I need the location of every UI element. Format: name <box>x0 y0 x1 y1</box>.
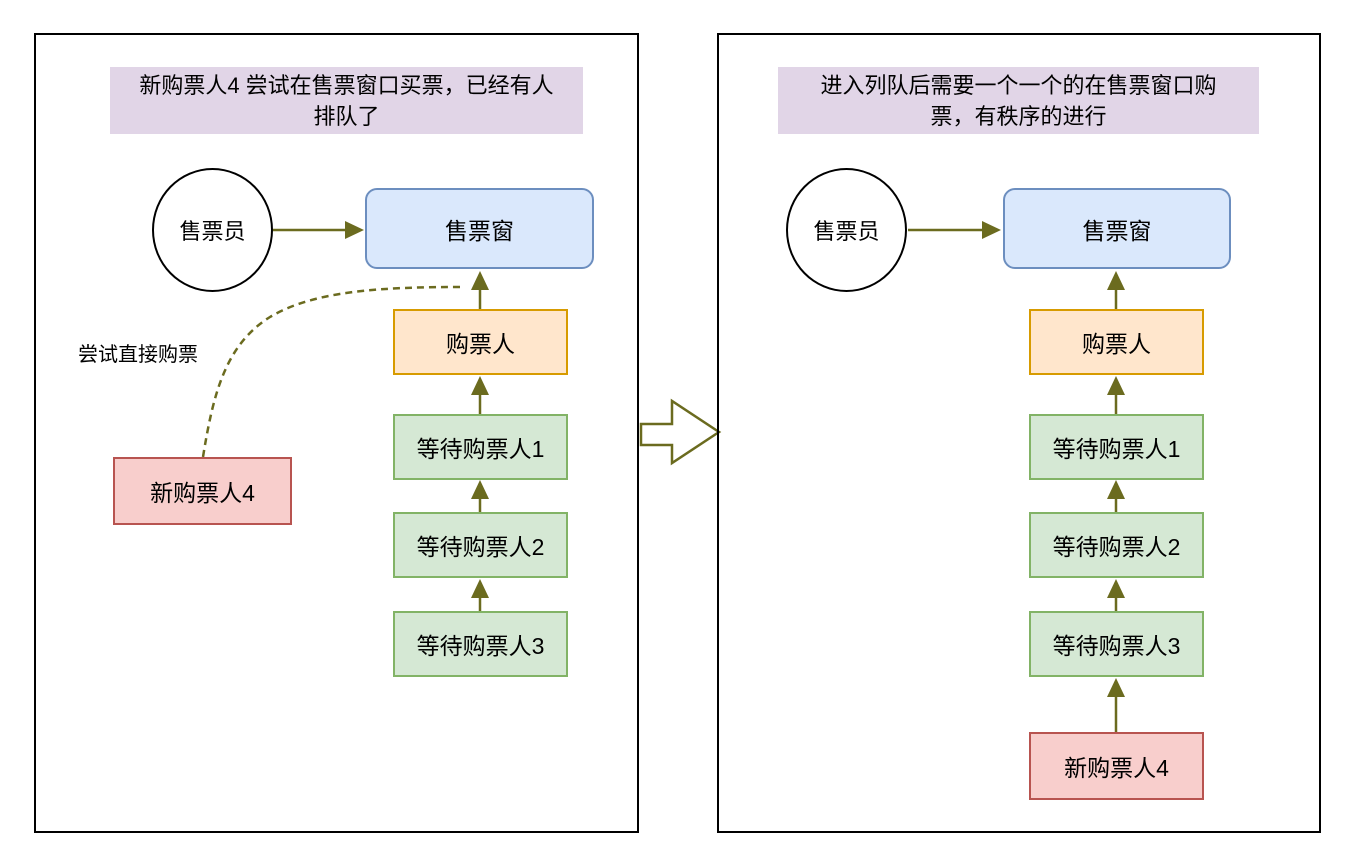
ticket-window-label-right: 售票窗 <box>1082 217 1152 244</box>
right-panel-title: 进入列队后需要一个一个的在售票窗口购 票，有秩序的进行 <box>778 67 1259 134</box>
buyer-label-right: 购票人 <box>1082 331 1151 357</box>
waiting-buyer-1-label-left: 等待购票人1 <box>416 436 545 462</box>
new-buyer-4-box-right: 新购票人4 <box>1029 732 1204 800</box>
waiting-buyer-3-box-left: 等待购票人3 <box>393 611 568 677</box>
attempt-direct-buy-dashed-curve <box>201 285 465 458</box>
arrowhead-icon <box>982 221 1001 239</box>
buyer-box-right: 购票人 <box>1029 309 1204 375</box>
ticket-window-label-left: 售票窗 <box>445 217 514 244</box>
waiting-buyer-2-label-right: 等待购票人2 <box>1052 534 1181 560</box>
arrowhead-icon <box>1107 480 1125 499</box>
right-panel <box>717 33 1321 833</box>
left-panel <box>34 33 639 833</box>
waiting-buyer-2-label-left: 等待购票人2 <box>416 534 545 560</box>
arrowhead-icon <box>345 221 364 239</box>
attempt-direct-buy-annotation: 尝试直接购票 <box>78 344 198 366</box>
buyer-label-left: 购票人 <box>446 331 515 357</box>
arrowhead-icon <box>471 376 489 395</box>
arrowhead-icon <box>471 271 489 290</box>
new-buyer-4-label-left: 新购票人4 <box>150 480 255 506</box>
clerk-circle-left: 售票员 <box>152 168 273 292</box>
waiting-buyer-1-box-left: 等待购票人1 <box>393 414 568 480</box>
clerk-label-right: 售票员 <box>813 219 880 244</box>
arrowhead-icon <box>1107 579 1125 598</box>
arrowhead-icon <box>1107 678 1125 697</box>
new-buyer-4-box-left: 新购票人4 <box>113 457 292 525</box>
waiting-buyer-2-box-left: 等待购票人2 <box>393 512 568 578</box>
buyer-box-left: 购票人 <box>393 309 568 375</box>
arrowhead-icon <box>471 480 489 499</box>
waiting-buyer-3-label-left: 等待购票人3 <box>416 633 545 659</box>
new-buyer-4-label-right: 新购票人4 <box>1064 755 1169 781</box>
clerk-label-left: 售票员 <box>179 219 246 244</box>
transition-arrow-icon <box>639 398 722 466</box>
waiting-buyer-1-box-right: 等待购票人1 <box>1029 414 1204 480</box>
left-panel-title: 新购票人4 尝试在售票窗口买票，已经有人 排队了 <box>110 67 583 134</box>
ticket-window-box-left: 售票窗 <box>365 188 594 269</box>
arrowhead-icon <box>471 579 489 598</box>
arrowhead-icon <box>1107 271 1125 290</box>
waiting-buyer-3-label-right: 等待购票人3 <box>1052 633 1181 659</box>
clerk-circle-right: 售票员 <box>786 168 907 292</box>
waiting-buyer-1-label-right: 等待购票人1 <box>1052 436 1181 462</box>
ticket-window-box-right: 售票窗 <box>1003 188 1231 269</box>
arrowhead-icon <box>1107 376 1125 395</box>
waiting-buyer-2-box-right: 等待购票人2 <box>1029 512 1204 578</box>
waiting-buyer-3-box-right: 等待购票人3 <box>1029 611 1204 677</box>
